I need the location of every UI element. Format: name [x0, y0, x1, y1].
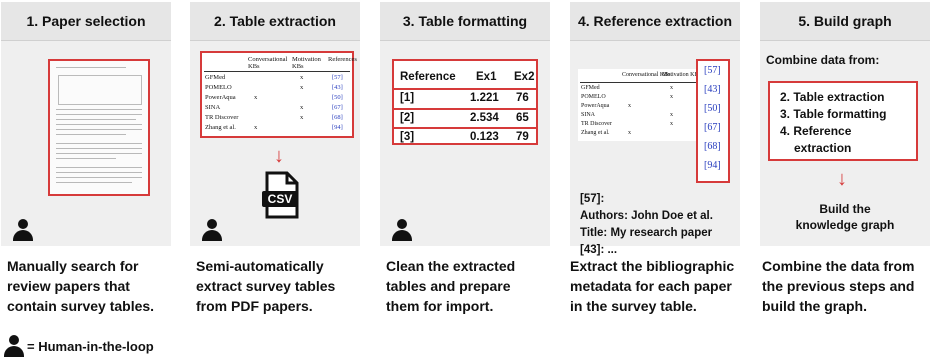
- table-row: Zhang et al.x[94]: [205, 124, 343, 131]
- reference-column: [57] [43] [50] [67] [68] [94]: [696, 59, 730, 183]
- combine-label: Combine data from:: [766, 53, 880, 67]
- reference-item: [50]: [704, 103, 721, 114]
- step-title: 5. Build graph: [760, 2, 930, 41]
- reference-item: [43]: [704, 84, 721, 95]
- step-body: [1, 41, 171, 246]
- down-arrow-icon: ↓: [274, 145, 284, 167]
- extracted-table: Conversational KBs Motivation KBs Refere…: [200, 51, 357, 138]
- step-build-graph: 5. Build graph Combine data from: 2. Tab…: [760, 2, 930, 314]
- step-title: 4. Reference extraction: [570, 2, 740, 41]
- reference-item: [68]: [704, 141, 721, 152]
- human-icon: [4, 335, 24, 357]
- table-row: Zhang et al.x: [581, 130, 631, 136]
- step-table-formatting: 3. Table formatting Reference Ex1 Ex2 [1…: [380, 2, 550, 314]
- legend-label: = Human-in-the-loop: [27, 339, 154, 354]
- reference-item: [94]: [704, 160, 721, 171]
- step-title: 3. Table formatting: [380, 2, 550, 41]
- down-arrow-icon: ↓: [837, 168, 847, 190]
- step-body: Conversational KBs Motivation KBs Refere…: [190, 41, 360, 246]
- metadata-text: [57]: Authors: John Doe et al. Title: My…: [580, 193, 713, 256]
- reference-item: [57]: [704, 65, 721, 76]
- human-icon: [202, 219, 222, 241]
- paper-thumbnail: [48, 59, 150, 196]
- embedded-table: [58, 75, 142, 105]
- build-result: Build the knowledge graph: [795, 202, 895, 232]
- csv-file-icon: CSV: [261, 171, 301, 221]
- step-title: 1. Paper selection: [1, 2, 171, 41]
- human-icon: [392, 219, 412, 241]
- combine-list: 2. Table extraction 3. Table formatting …: [768, 81, 918, 161]
- step-body: Combine data from: 2. Table extraction 3…: [760, 41, 930, 246]
- step-reference-extraction: 4. Reference extraction Conversational K…: [570, 2, 740, 314]
- step-table-extraction: 2. Table extraction Conversational KBs M…: [190, 2, 360, 314]
- reference-item: [67]: [704, 122, 721, 133]
- human-icon: [13, 219, 33, 241]
- step-title: 2. Table extraction: [190, 2, 360, 41]
